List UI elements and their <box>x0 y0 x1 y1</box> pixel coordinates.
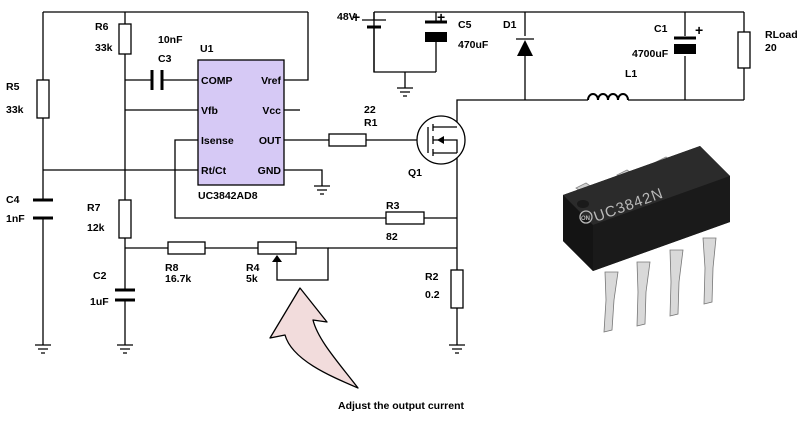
r4-value: 5k <box>246 273 258 285</box>
resistor-rload <box>737 31 751 69</box>
mosfet-q1 <box>416 115 466 165</box>
ic-u1 <box>197 59 285 186</box>
c1-plus-sign: + <box>695 22 703 38</box>
l1-ref: L1 <box>625 68 637 80</box>
r1-value: 22 <box>364 104 376 116</box>
c5-plus-sign: + <box>437 9 445 25</box>
capacitor-c2 <box>115 288 135 302</box>
r7-value: 12k <box>87 222 105 234</box>
pin-vcc: Vcc <box>262 105 281 117</box>
r5-ref: R5 <box>6 81 20 93</box>
wiring <box>42 11 745 345</box>
capacitor-c3 <box>150 70 164 90</box>
supply-plus-sign: + <box>352 9 360 25</box>
capacitor-c5 <box>425 20 447 42</box>
supply-value: 48V <box>337 11 356 23</box>
inductor-l1 <box>587 93 629 101</box>
rload-value: 20 <box>765 42 777 54</box>
chip-logo: ON <box>581 216 590 222</box>
resistor-r6 <box>118 23 132 55</box>
c4-ref: C4 <box>6 194 20 206</box>
capacitor-c4 <box>33 198 53 220</box>
ic-ref: U1 <box>200 43 214 55</box>
r7-ref: R7 <box>87 202 101 214</box>
c3-ref: C3 <box>158 53 172 65</box>
ground-c2 <box>117 344 133 354</box>
r3-ref: R3 <box>386 200 400 212</box>
resistor-r2 <box>450 269 464 309</box>
c1-ref: C1 <box>654 23 668 35</box>
r6-value: 33k <box>95 42 113 54</box>
resistor-r8 <box>167 241 206 255</box>
r1-ref: R1 <box>364 117 378 129</box>
c2-value: 1uF <box>90 296 109 308</box>
r4-ref: R4 <box>246 262 260 274</box>
pin-out: OUT <box>259 135 282 147</box>
annotation-text: Adjust the output current <box>338 400 464 412</box>
r3-value: 82 <box>386 231 398 243</box>
r2-ref: R2 <box>425 271 439 283</box>
pin-comp: COMP <box>201 75 233 87</box>
c5-value: 470uF <box>458 39 489 51</box>
adjust-arrow-icon <box>269 287 359 389</box>
chip-photo <box>563 146 730 333</box>
ground-u1 <box>314 185 330 195</box>
pin-vref: Vref <box>261 75 281 87</box>
d1-ref: D1 <box>503 19 517 31</box>
r6-ref: R6 <box>95 21 109 33</box>
ground-symbols <box>35 87 465 354</box>
c4-value: 1nF <box>6 213 25 225</box>
pin-vfb: Vfb <box>201 105 218 117</box>
resistor-r5 <box>36 79 50 119</box>
ic-part-number: UC3842AD8 <box>198 190 258 202</box>
resistor-r7 <box>118 199 132 239</box>
pin-isense: Isense <box>201 135 234 147</box>
c5-ref: C5 <box>458 19 472 31</box>
diode-d1 <box>516 38 534 56</box>
resistor-r1 <box>328 133 367 147</box>
pin-rtct: Rt/Ct <box>201 165 227 177</box>
c2-ref: C2 <box>93 270 107 282</box>
q1-ref: Q1 <box>408 167 422 179</box>
rload-ref: RLoad <box>765 29 798 41</box>
potentiometer-r4 <box>257 241 297 262</box>
ground-c4 <box>35 344 51 354</box>
r5-value: 33k <box>6 104 24 116</box>
ground-supply <box>397 87 413 97</box>
r8-ref: R8 <box>165 262 179 274</box>
pin-gnd: GND <box>258 165 282 177</box>
r8-value: 16.7k <box>165 273 191 285</box>
battery-48v <box>362 12 386 72</box>
resistor-r3 <box>385 211 425 225</box>
capacitor-c1 <box>674 36 696 54</box>
c1-value: 4700uF <box>632 48 669 60</box>
ground-r2 <box>449 344 465 354</box>
c3-value: 10nF <box>158 34 183 46</box>
r2-value: 0.2 <box>425 289 440 301</box>
